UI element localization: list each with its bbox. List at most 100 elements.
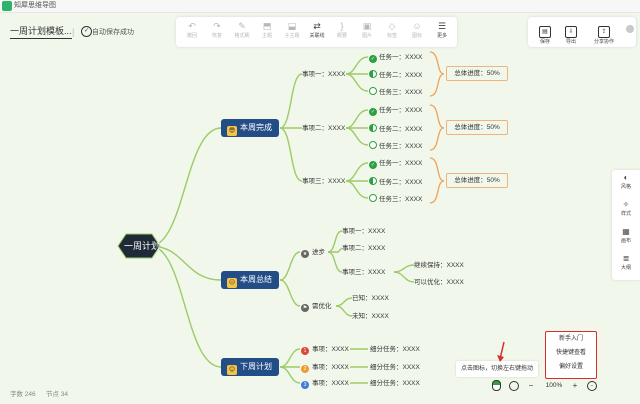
mouse-icon [491,380,501,392]
save-status-icon: ✓ [81,26,92,37]
progress-group[interactable]: ★进步 [301,248,325,258]
summary-label: 概要 [336,33,347,39]
task-item[interactable]: 任务二：XXXX [369,124,422,134]
task-item[interactable]: ✓任务一：XXXX [369,159,422,169]
word-count: 字数 246 [10,391,36,398]
progress-summary[interactable]: 总体进度：50% [446,173,508,188]
style-theme-button[interactable]: ◐风格 [612,172,640,198]
redo-icon: ↷ [213,21,221,31]
check-circle-icon: ✓ [369,108,377,116]
locate-button[interactable] [507,379,521,393]
menu-item-preferences[interactable]: 偏好设置 [558,364,583,370]
more-label: 更多 [436,33,447,39]
optimize-group[interactable]: ⚑需优化 [301,302,332,312]
save-label: 保存 [539,39,550,45]
more-button[interactable]: ☰更多 [430,20,454,44]
node-count: 节点 34 [46,391,69,398]
subtopic-button[interactable]: ⬓子主题 [280,20,304,44]
item-label: 事项：XXXX [312,364,349,371]
topic-icon: ⬒ [262,21,272,31]
mouse-mode-button[interactable] [489,379,503,393]
title-separator: | [72,27,75,37]
quarter-circle-icon [369,141,377,149]
task-item[interactable]: 任务二：XXXX [369,177,422,187]
file-toolbar: ▤保存 ⇩导出 ⇪分享协作 [528,17,636,47]
task-item[interactable]: 任务二：XXXX [369,70,422,80]
share-button[interactable]: ⇪分享协作 [586,20,622,45]
style-button[interactable]: ✧样式 [612,199,640,225]
summary-button[interactable]: }概要 [330,20,354,44]
redo-button[interactable]: ↷恢复 [205,20,229,44]
progress-summary[interactable]: 总体进度：50% [446,120,508,135]
task-item[interactable]: ✓任务一：XXXX [369,106,422,116]
emoji-icon: ☺ [412,21,422,31]
image-button[interactable]: ▣图片 [355,20,379,44]
help-button[interactable]: − [585,379,599,393]
priority-3-icon: 3 [301,381,309,389]
face-emoji-icon: 😐 [227,278,237,288]
relation-line-button[interactable]: ⇄关联线 [305,20,329,44]
task-label: 任务一：XXXX [379,160,423,167]
list-item[interactable]: 已知：XXXX [352,295,389,302]
progress-summary[interactable]: 总体进度：50% [446,66,508,81]
tag-button[interactable]: ◇标签 [380,20,404,44]
quarter-circle-icon [369,87,377,95]
export-button[interactable]: ⇩导出 [558,20,584,45]
zoom-bar: − 100% + − [489,379,603,393]
undo-label: 撤回 [186,33,197,39]
task-item[interactable]: 任务三：XXXX [369,194,422,204]
task-label: 任务二：XXXX [379,72,423,79]
list-item[interactable]: 未知：XXXX [352,313,389,320]
zoom-level[interactable]: 100% [545,382,563,389]
menu-item-shortcuts[interactable]: 快捷键查看 [555,350,586,356]
list-item[interactable]: 可以优化：XXXX [414,279,464,286]
list-item[interactable]: 事项二：XXXX [342,245,386,252]
list-item[interactable]: 事项二：XXXX [302,125,346,132]
share-icon: ⇪ [598,26,610,38]
relation-line-label: 关联线 [309,33,325,39]
mindmap-canvas[interactable] [0,13,640,404]
avatar[interactable] [626,25,634,33]
undo-button[interactable]: ↶撤回 [180,20,204,44]
list-item[interactable]: 细分任务：XXXX [370,364,420,371]
root-node[interactable]: 一周计划 [124,241,161,251]
flag-icon: ⚑ [301,304,309,312]
list-item[interactable]: 事项一：XXXX [302,71,346,78]
save-button[interactable]: ▤保存 [532,20,558,45]
outline-icon: ≣ [622,254,630,263]
format-painter-button[interactable]: ✎格式刷 [230,20,254,44]
topic-button[interactable]: ⬒主题 [255,20,279,44]
save-icon: ▤ [539,26,551,38]
list-item[interactable]: 事项一：XXXX [342,228,386,235]
zoom-in-button[interactable]: + [572,381,578,390]
task-item[interactable]: 任务三：XXXX [369,87,422,97]
list-item[interactable]: 继续保持：XXXX [414,262,464,269]
document-title[interactable]: 一周计划模板... [10,26,72,39]
zoom-out-button[interactable]: − [528,381,534,390]
branch-next-week[interactable]: 😊下周计划 [221,358,279,376]
canvas-button[interactable]: ▦画布 [612,226,640,252]
branch-completed-label: 本周完成 [240,123,272,132]
sparkle-icon: ✧ [622,200,630,209]
branch-next-week-label: 下周计划 [240,362,272,371]
menu-item-getting-started[interactable]: 新手入门 [558,336,583,342]
check-circle-icon: ✓ [369,55,377,63]
list-item[interactable]: 事项三：XXXX [342,269,386,276]
list-item[interactable]: 事项三：XXXX [302,178,346,185]
share-label: 分享协作 [593,39,614,45]
palette-icon: ◐ [623,173,629,182]
root-node-shape[interactable] [117,233,161,259]
task-item[interactable]: 任务三：XXXX [369,141,422,151]
branch-completed[interactable]: 😎本周完成 [221,119,279,137]
list-item[interactable]: 细分任务：XXXX [370,346,420,353]
icon-button[interactable]: ☺图标 [405,20,429,44]
list-item[interactable]: 细分任务：XXXX [370,380,420,387]
task-item[interactable]: ✓任务一：XXXX [369,53,422,63]
outline-button[interactable]: ≣大纲 [612,253,640,279]
branch-summary[interactable]: 😐本周总结 [221,271,279,289]
tip-bubble: 点击图标，切换左右键拖动 [456,361,539,377]
